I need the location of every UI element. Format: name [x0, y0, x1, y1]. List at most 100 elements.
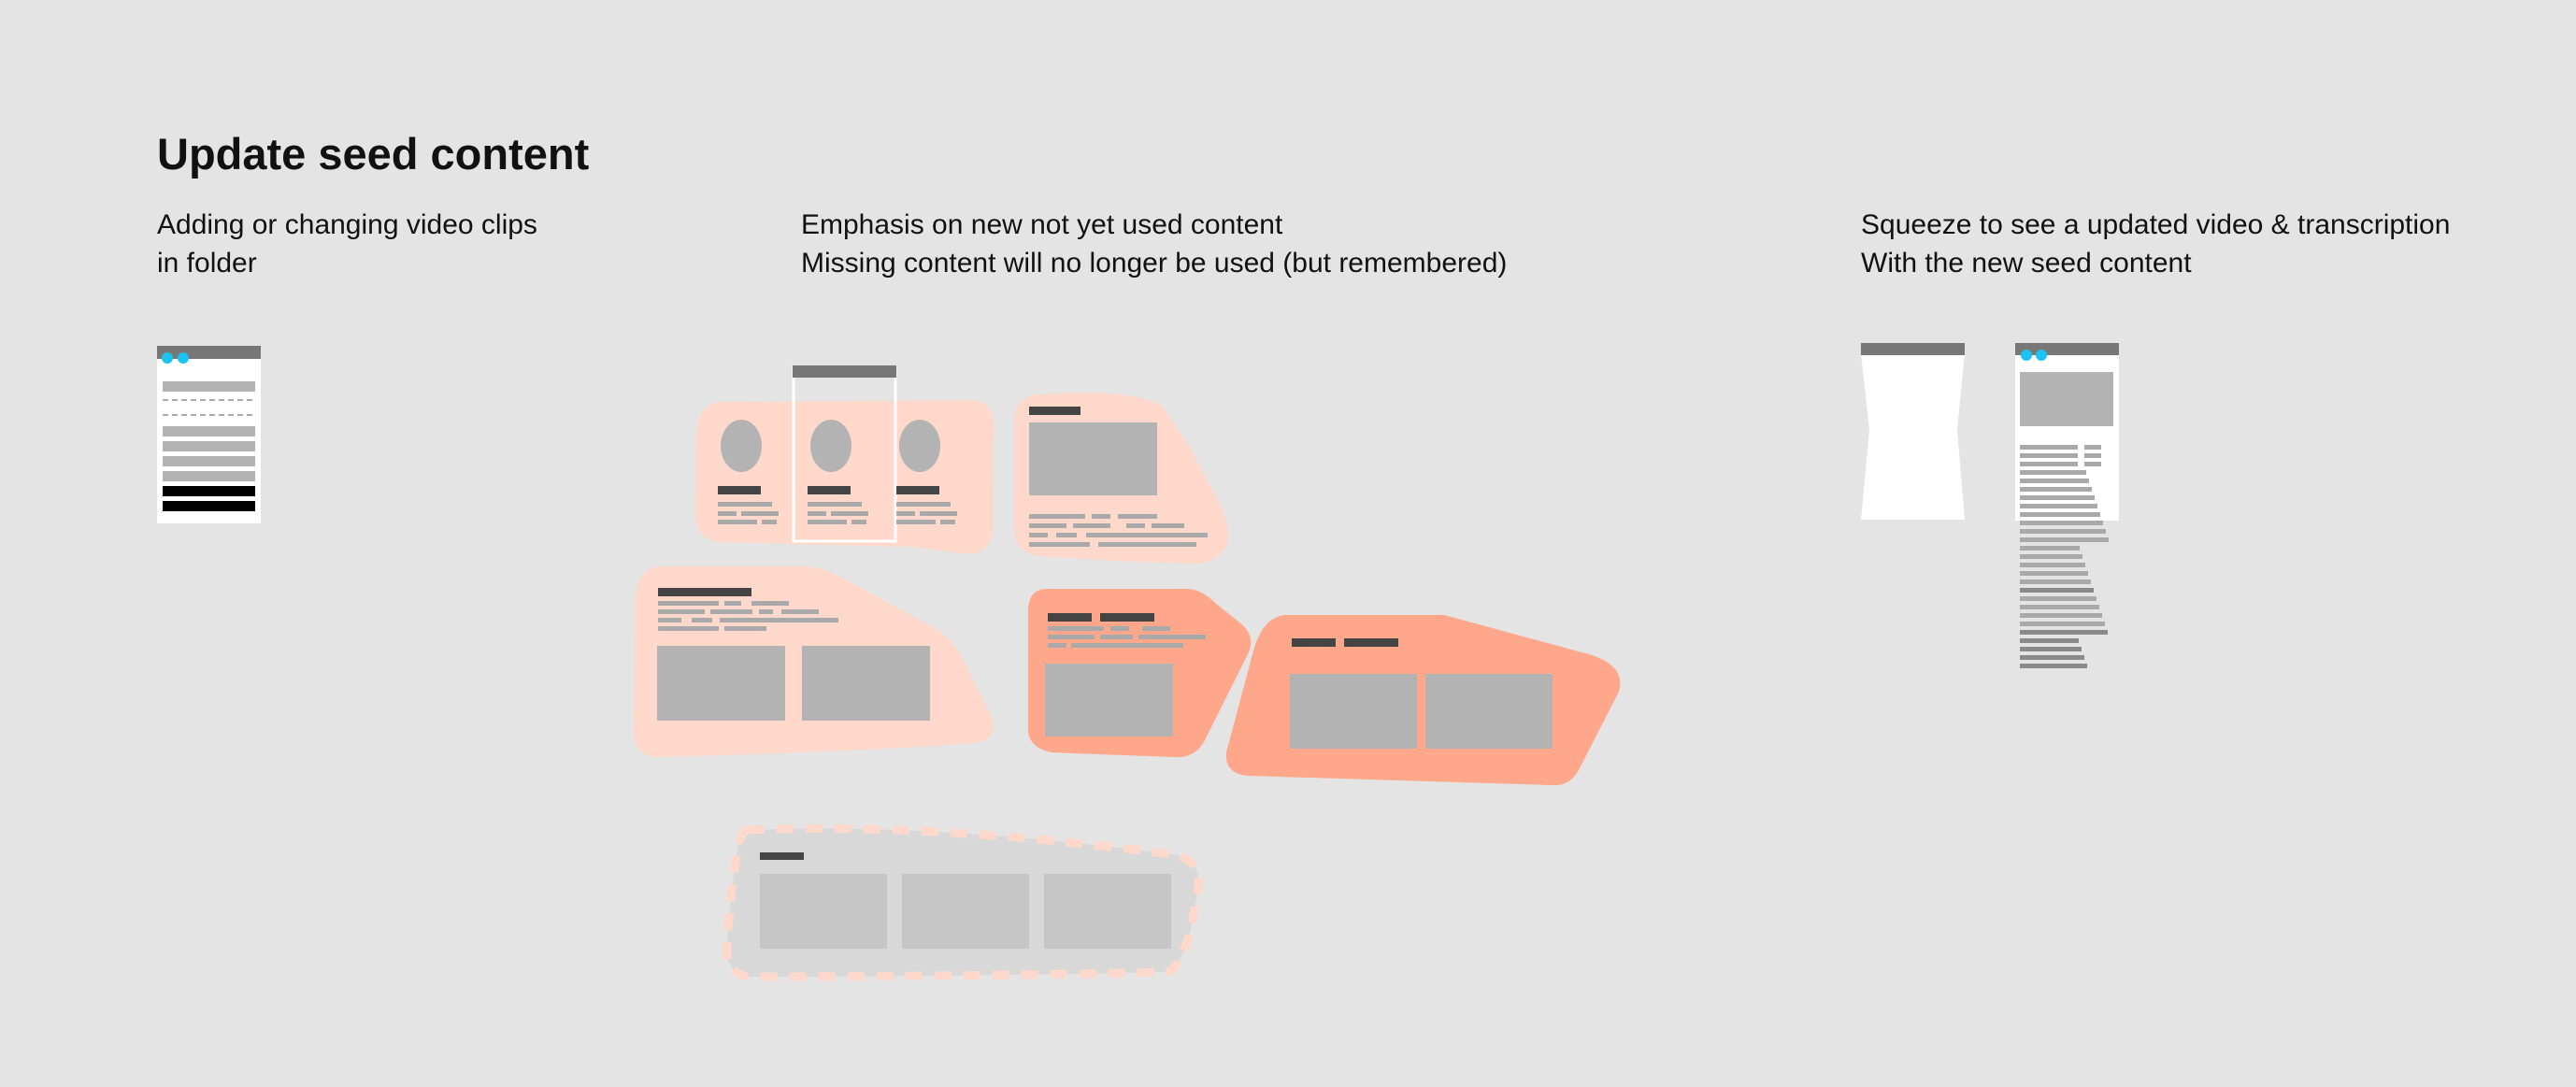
text-bar — [718, 486, 761, 494]
text-bar — [1086, 533, 1208, 537]
text-bar — [1110, 626, 1129, 631]
text-bar — [831, 511, 868, 516]
avatar-placeholder — [721, 420, 762, 472]
text-bar — [808, 502, 862, 507]
text-bar — [2084, 453, 2101, 458]
caption-emphasis-line-1: Emphasis on new not yet used content — [801, 209, 1283, 240]
squeezed-window-body — [1861, 353, 1965, 520]
text-bar — [1292, 638, 1336, 647]
text-bar — [2020, 529, 2106, 534]
file-row — [163, 381, 255, 392]
text-bar — [1142, 626, 1170, 631]
text-bar — [762, 520, 777, 524]
text-bar — [1048, 635, 1095, 639]
text-bar — [808, 520, 847, 524]
text-bar — [896, 520, 936, 524]
cluster-people-cards — [695, 365, 995, 554]
text-bar — [751, 601, 789, 606]
text-bar — [2020, 495, 2095, 500]
video-transcription-window — [2015, 343, 2119, 668]
caption-squeeze-line-2: With the new seed content — [1861, 248, 2192, 279]
text-bar — [1048, 613, 1092, 622]
text-bar — [1098, 542, 1196, 547]
video-window-body — [2015, 343, 2119, 521]
text-bar — [2020, 462, 2078, 466]
text-bar — [2020, 655, 2084, 660]
caption-folder-line-1: Adding or changing video clips — [157, 209, 537, 240]
text-bar — [1126, 523, 1145, 528]
text-bar — [896, 511, 915, 516]
text-bar — [1056, 533, 1077, 537]
text-bar — [658, 588, 751, 596]
file-row — [163, 456, 255, 466]
media-placeholder — [902, 874, 1029, 949]
page-title: Update seed content — [157, 129, 590, 179]
text-bar — [896, 502, 951, 507]
text-bar — [759, 609, 773, 614]
text-bar — [896, 486, 939, 494]
caption-squeeze: Squeeze to see a updated video & transcr… — [1861, 206, 2450, 282]
text-bar — [692, 618, 712, 622]
text-bar — [2020, 596, 2097, 601]
text-bar — [2020, 630, 2108, 635]
squeezed-window-titlebar — [1861, 343, 1965, 355]
text-bar — [1152, 523, 1184, 528]
text-bar — [2020, 571, 2088, 576]
text-bar — [2020, 579, 2091, 584]
text-bar — [781, 609, 819, 614]
text-bar — [940, 520, 955, 524]
text-bar — [658, 626, 719, 631]
window-dot-icon — [162, 352, 173, 364]
text-bar — [1029, 523, 1066, 528]
text-bar — [1100, 613, 1154, 622]
media-placeholder — [1029, 422, 1157, 495]
video-preview — [2020, 372, 2113, 426]
media-placeholder — [1044, 874, 1171, 949]
text-bar — [720, 618, 838, 622]
text-bar — [920, 511, 957, 516]
text-bar — [724, 601, 741, 606]
text-bar — [1100, 635, 1133, 639]
text-bar — [1029, 514, 1085, 519]
text-bar — [710, 609, 752, 614]
text-bar — [2020, 521, 2103, 525]
text-bar — [658, 618, 681, 622]
text-bar — [2020, 470, 2086, 475]
cluster-text-two-media — [634, 566, 994, 757]
text-bar — [2020, 445, 2078, 450]
text-bar — [2084, 462, 2101, 466]
media-placeholder — [1290, 674, 1417, 749]
text-bar — [1118, 514, 1157, 519]
media-placeholder — [1425, 674, 1553, 749]
window-dot-icon — [2036, 350, 2047, 361]
window-dot-icon — [2021, 350, 2032, 361]
cluster-article-media — [1014, 392, 1228, 565]
file-row — [163, 486, 255, 496]
cluster-two-media-shape — [1225, 615, 1621, 786]
text-lines — [1048, 626, 1206, 648]
media-placeholder — [657, 646, 785, 721]
text-bar — [1029, 407, 1080, 415]
text-bar — [2020, 479, 2089, 483]
text-bar — [658, 609, 705, 614]
text-bar — [718, 502, 772, 507]
text-bar — [2020, 512, 2100, 517]
file-row — [163, 501, 255, 511]
article-text-lines — [1029, 514, 1208, 547]
cluster-heading-media-emphasized — [1028, 589, 1252, 758]
caption-folder: Adding or changing video clips in folder — [157, 206, 537, 282]
text-bar — [2020, 638, 2079, 643]
text-bar — [2020, 504, 2097, 508]
text-bar — [2020, 613, 2102, 618]
text-bar — [2020, 622, 2105, 626]
folder-file-list — [163, 381, 255, 511]
text-bar — [718, 520, 757, 524]
media-placeholder — [760, 874, 887, 949]
caption-emphasis: Emphasis on new not yet used content Mis… — [801, 206, 1507, 282]
text-bar — [718, 511, 737, 516]
text-bar — [1092, 514, 1110, 519]
text-bar — [2020, 664, 2087, 668]
text-bar — [1029, 533, 1048, 537]
text-bar — [808, 486, 851, 494]
